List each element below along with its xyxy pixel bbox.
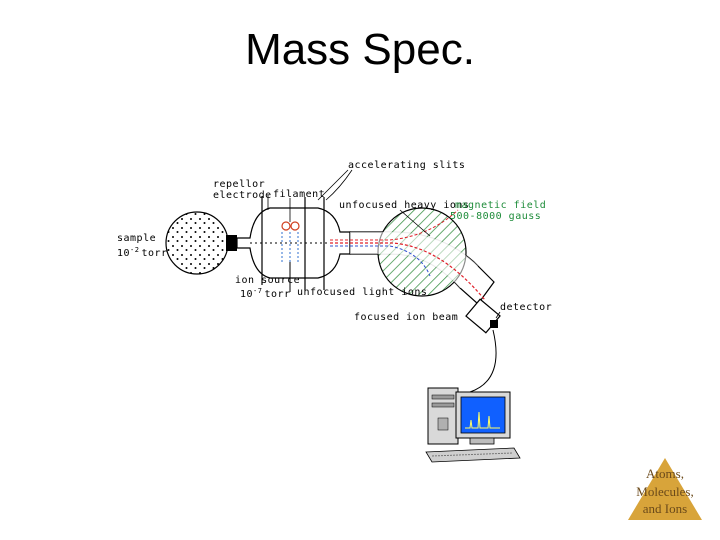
label-detector: detector: [500, 302, 552, 313]
sample-valve: [226, 235, 237, 251]
atoms-molecules-badge: Atoms, Molecules, and Ions: [628, 458, 702, 520]
filament-coil-icon: [281, 221, 291, 231]
label-filament: filament: [273, 189, 325, 200]
label-sample: sample: [117, 233, 156, 244]
label-ion-source: ion source: [235, 275, 300, 286]
label-repellor: repellor: [213, 179, 265, 190]
label-unfocused-heavy-ions: unfocused heavy ions: [339, 200, 469, 211]
detector-cable: [469, 329, 497, 393]
beam-heavy: [330, 209, 459, 241]
computer-icon: [425, 387, 521, 463]
label-accelerating-slits: accelerating slits: [348, 160, 465, 171]
label-focused-ion-beam: focused ion beam: [354, 312, 458, 323]
label-gauss: 500-8000 gauss: [450, 211, 541, 222]
sample-flask: [165, 211, 229, 275]
beam-light: [330, 245, 431, 277]
detector: [465, 298, 501, 334]
badge-line-1: Atoms,: [646, 466, 684, 481]
label-magnetic-field: magnetic field: [455, 200, 546, 211]
badge-line-2: Molecules,: [636, 484, 693, 499]
label-unfocused-light-ions: unfocused light ions: [297, 287, 427, 298]
monitor-screen: [460, 396, 506, 434]
label-electrode: electrode: [213, 190, 272, 201]
badge-line-3: and Ions: [643, 501, 687, 516]
slide-title: Mass Spec.: [245, 25, 475, 74]
beam-focused: [330, 242, 486, 301]
